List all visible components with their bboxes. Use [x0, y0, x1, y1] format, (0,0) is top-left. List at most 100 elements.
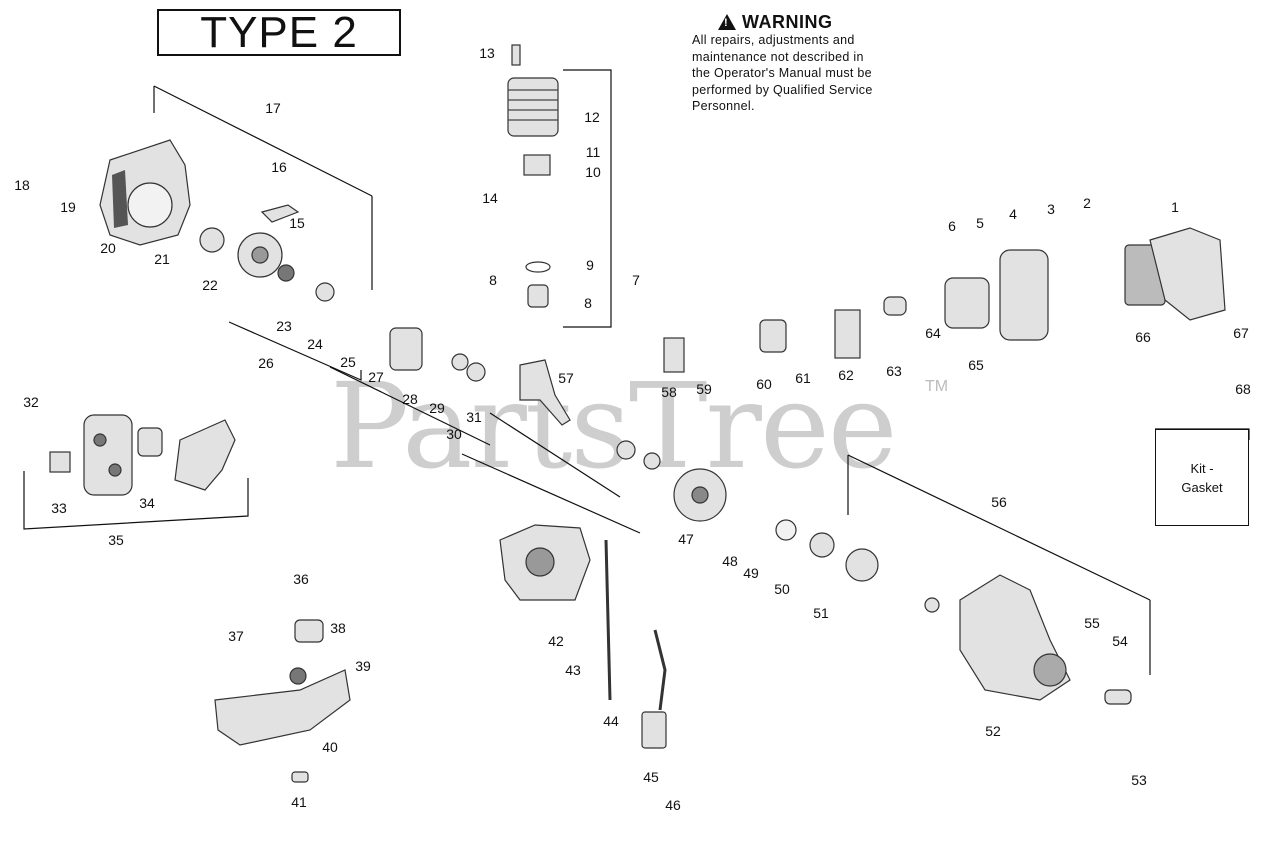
part-callout-66[interactable]: 66 [1135, 329, 1151, 345]
part-callout-52[interactable]: 52 [985, 723, 1001, 739]
part-callout-28[interactable]: 28 [402, 391, 418, 407]
part-callout-15[interactable]: 15 [289, 215, 305, 231]
part-callout-26[interactable]: 26 [258, 355, 274, 371]
clutch-part[interactable] [809, 532, 835, 558]
spark-plug-part[interactable] [511, 44, 521, 66]
part-callout-1[interactable]: 1 [1171, 199, 1179, 215]
part-callout-45[interactable]: 45 [643, 769, 659, 785]
part-callout-37[interactable]: 37 [228, 628, 244, 644]
bearing-part[interactable] [451, 353, 469, 371]
part-callout-23[interactable]: 23 [276, 318, 292, 334]
part-callout-59[interactable]: 59 [696, 381, 712, 397]
part-callout-9[interactable]: 9 [586, 257, 594, 273]
part-callout-31[interactable]: 31 [466, 409, 482, 425]
part-callout-47[interactable]: 47 [678, 531, 694, 547]
part-callout-56[interactable]: 56 [991, 494, 1007, 510]
part-callout-57[interactable]: 57 [558, 370, 574, 386]
part-callout-42[interactable]: 42 [548, 633, 564, 649]
part-callout-63[interactable]: 63 [886, 363, 902, 379]
part-callout-36[interactable]: 36 [293, 571, 309, 587]
part-callout-51[interactable]: 51 [813, 605, 829, 621]
washer-part[interactable] [775, 519, 797, 541]
muffler-body-part[interactable] [83, 414, 133, 496]
part-callout-14[interactable]: 14 [482, 190, 498, 206]
part-callout-16[interactable]: 16 [271, 159, 287, 175]
muffler-shield-part[interactable] [174, 419, 236, 491]
starter-handle-part[interactable] [260, 204, 300, 223]
part-callout-35[interactable]: 35 [108, 532, 124, 548]
part-callout-30[interactable]: 30 [446, 426, 462, 442]
gasket-part[interactable] [523, 154, 551, 176]
ignition-module-part[interactable] [641, 711, 667, 749]
fuel-line-part[interactable] [604, 539, 612, 701]
carburetor-part[interactable] [759, 319, 787, 353]
part-callout-8[interactable]: 8 [489, 272, 497, 288]
air-filter-cover-part[interactable] [1149, 227, 1226, 321]
part-callout-67[interactable]: 67 [1233, 325, 1249, 341]
part-callout-25[interactable]: 25 [340, 354, 356, 370]
part-callout-64[interactable]: 64 [925, 325, 941, 341]
clutch-washer-part[interactable] [924, 597, 940, 613]
muffler-plate-part[interactable] [49, 451, 71, 473]
oil-seal-part[interactable] [616, 440, 636, 460]
part-callout-8[interactable]: 8 [584, 295, 592, 311]
flywheel-nut-part[interactable] [315, 282, 335, 302]
bushing-part[interactable] [1104, 689, 1132, 705]
fuel-filter-part[interactable] [289, 667, 307, 685]
part-callout-62[interactable]: 62 [838, 367, 854, 383]
part-callout-19[interactable]: 19 [60, 199, 76, 215]
part-callout-2[interactable]: 2 [1083, 195, 1091, 211]
part-callout-65[interactable]: 65 [968, 357, 984, 373]
part-callout-33[interactable]: 33 [51, 500, 67, 516]
part-callout-34[interactable]: 34 [139, 495, 155, 511]
part-callout-24[interactable]: 24 [307, 336, 323, 352]
clutch-shoe-part[interactable] [845, 548, 879, 582]
part-callout-40[interactable]: 40 [322, 739, 338, 755]
part-callout-48[interactable]: 48 [722, 553, 738, 569]
fuel-cap-part[interactable] [294, 619, 324, 643]
part-callout-60[interactable]: 60 [756, 376, 772, 392]
part-callout-4[interactable]: 4 [1009, 206, 1017, 222]
part-callout-3[interactable]: 3 [1047, 201, 1055, 217]
part-callout-20[interactable]: 20 [100, 240, 116, 256]
part-callout-61[interactable]: 61 [795, 370, 811, 386]
ignition-lead-part[interactable] [653, 629, 667, 711]
bearing-part[interactable] [466, 362, 486, 382]
part-callout-46[interactable]: 46 [665, 797, 681, 813]
muffler-gasket-part[interactable] [137, 427, 163, 457]
part-callout-7[interactable]: 7 [632, 272, 640, 288]
starter-pulley-part[interactable] [199, 227, 225, 253]
spacer-part[interactable] [834, 309, 861, 359]
part-callout-50[interactable]: 50 [774, 581, 790, 597]
primer-bulb-part[interactable] [883, 296, 907, 316]
part-callout-29[interactable]: 29 [429, 400, 445, 416]
oil-seal-part[interactable] [643, 452, 661, 470]
part-callout-68[interactable]: 68 [1235, 381, 1251, 397]
part-callout-54[interactable]: 54 [1112, 633, 1128, 649]
intake-plate-part[interactable] [663, 337, 685, 373]
part-callout-41[interactable]: 41 [291, 794, 307, 810]
part-callout-21[interactable]: 21 [154, 251, 170, 267]
part-callout-44[interactable]: 44 [603, 713, 619, 729]
crankshaft-part[interactable] [519, 359, 571, 426]
air-filter-housing-part[interactable] [999, 249, 1049, 341]
spring-part[interactable] [277, 264, 295, 282]
part-callout-49[interactable]: 49 [743, 565, 759, 581]
part-callout-6[interactable]: 6 [948, 218, 956, 234]
part-callout-11[interactable]: 11 [586, 144, 601, 160]
air-filter-base-part[interactable] [944, 277, 990, 329]
part-callout-13[interactable]: 13 [479, 45, 495, 61]
part-callout-39[interactable]: 39 [355, 658, 371, 674]
part-callout-5[interactable]: 5 [976, 215, 984, 231]
part-callout-17[interactable]: 17 [265, 100, 281, 116]
part-callout-53[interactable]: 53 [1131, 772, 1147, 788]
part-callout-18[interactable]: 18 [14, 177, 30, 193]
cylinder-part[interactable] [507, 77, 559, 137]
part-callout-43[interactable]: 43 [565, 662, 581, 678]
part-callout-58[interactable]: 58 [661, 384, 677, 400]
part-callout-10[interactable]: 10 [585, 164, 601, 180]
fuel-tank-part[interactable] [214, 669, 351, 746]
part-callout-22[interactable]: 22 [202, 277, 218, 293]
part-callout-38[interactable]: 38 [330, 620, 346, 636]
part-callout-32[interactable]: 32 [23, 394, 39, 410]
